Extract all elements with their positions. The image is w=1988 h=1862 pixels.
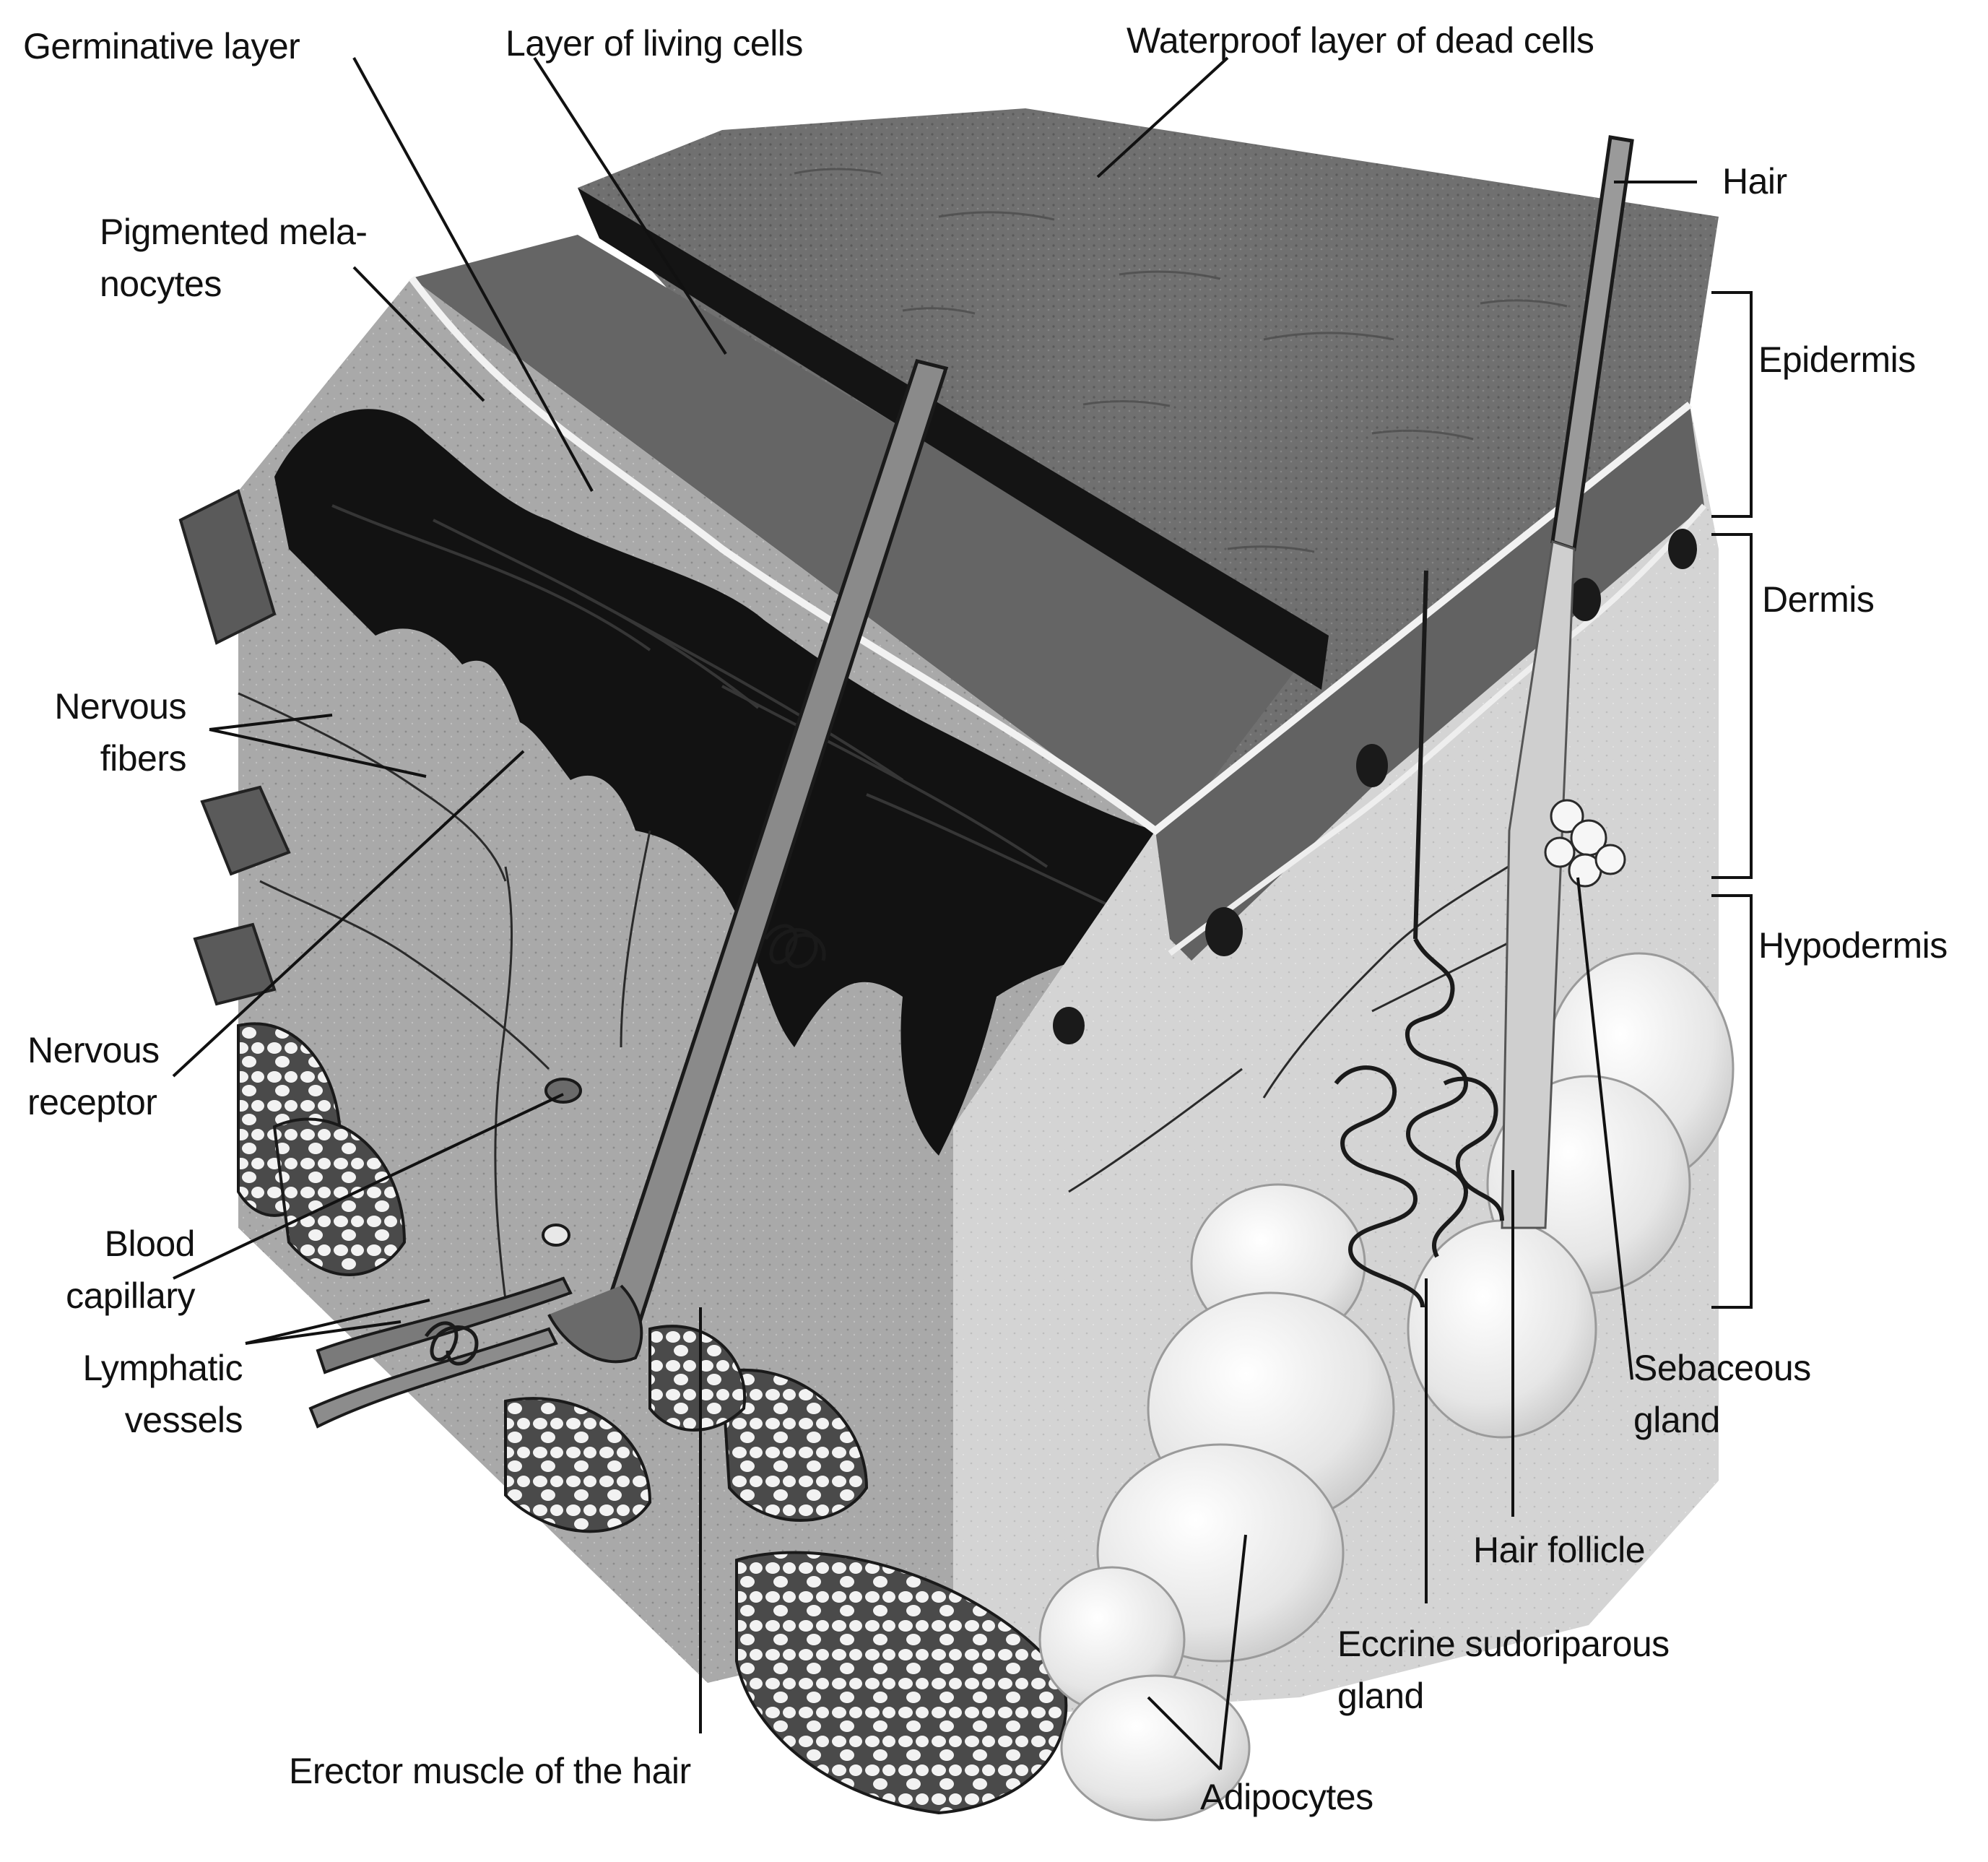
label-hair: Hair xyxy=(1722,155,1787,207)
label-nervous-receptor-line1: Nervous xyxy=(27,1024,160,1076)
label-pigmented-melanocytes: Pigmented mela- nocytes xyxy=(100,206,367,310)
label-eccrine-gland-line2: gland xyxy=(1337,1670,1670,1722)
label-blood-capillary-line2: capillary xyxy=(29,1270,195,1322)
label-nervous-receptor-line2: receptor xyxy=(27,1076,160,1128)
label-erector-muscle: Erector muscle of the hair xyxy=(289,1745,691,1797)
label-nervous-fibers-line2: fibers xyxy=(29,732,186,784)
label-dermis: Dermis xyxy=(1762,573,1874,625)
label-pigmented-melanocytes-line2: nocytes xyxy=(100,258,367,310)
label-waterproof-layer: Waterproof layer of dead cells xyxy=(1127,14,1594,66)
label-eccrine-gland-line1: Eccrine sudoriparous xyxy=(1337,1618,1670,1670)
label-sebaceous-gland: Sebaceous gland xyxy=(1633,1342,1811,1446)
label-germinative-layer: Germinative layer xyxy=(23,20,300,72)
label-blood-capillary-line1: Blood xyxy=(29,1218,195,1270)
label-blood-capillary: Blood capillary xyxy=(29,1218,195,1322)
label-lymphatic-vessels-line2: vessels xyxy=(29,1394,243,1446)
label-sebaceous-gland-line1: Sebaceous xyxy=(1633,1342,1811,1394)
label-nervous-fibers-line1: Nervous xyxy=(29,680,186,732)
label-sebaceous-gland-line2: gland xyxy=(1633,1394,1811,1446)
label-lymphatic-vessels-line1: Lymphatic xyxy=(29,1342,243,1394)
label-nervous-fibers: Nervous fibers xyxy=(29,680,186,784)
label-layer-living-cells: Layer of living cells xyxy=(505,17,803,69)
label-hair-follicle: Hair follicle xyxy=(1473,1524,1645,1576)
label-eccrine-gland: Eccrine sudoriparous gland xyxy=(1337,1618,1670,1722)
bracket-epidermis xyxy=(1711,293,1751,516)
label-pigmented-melanocytes-line1: Pigmented mela- xyxy=(100,206,367,258)
label-hypodermis: Hypodermis xyxy=(1758,919,1948,971)
label-lymphatic-vessels: Lymphatic vessels xyxy=(29,1342,243,1446)
label-nervous-receptor: Nervous receptor xyxy=(27,1024,160,1128)
label-epidermis: Epidermis xyxy=(1758,334,1916,386)
label-adipocytes: Adipocytes xyxy=(1200,1771,1373,1823)
